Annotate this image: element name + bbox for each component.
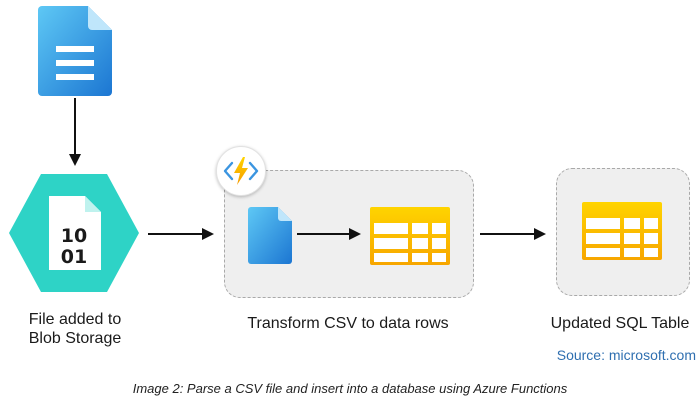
source-credit: Source: microsoft.com [556, 347, 696, 363]
document-icon [38, 6, 112, 96]
step-label-sql: Updated SQL Table [550, 315, 690, 332]
step-label-blob: File added to Blob Storage [2, 310, 148, 348]
step-label-transform: Transform CSV to data rows [247, 315, 449, 332]
arrow-right-inner [297, 227, 363, 241]
blob-bits-line1: 10 [60, 225, 88, 247]
step-label-blob-line2: Blob Storage [28, 330, 122, 347]
arrow-down [68, 98, 82, 168]
blob-storage-icon [7, 172, 141, 294]
csv-file-icon [248, 207, 292, 264]
data-table-icon [370, 207, 450, 265]
azure-functions-icon [216, 146, 266, 196]
blob-bits-line2: 01 [60, 246, 88, 268]
arrow-right-2 [480, 227, 548, 241]
figure-caption: Image 2: Parse a CSV file and insert int… [132, 381, 568, 396]
arrow-right-1 [148, 227, 216, 241]
blob-bits-text: 10 01 [54, 226, 94, 268]
step-label-blob-line1: File added to [28, 311, 122, 328]
sql-table-icon [582, 202, 662, 260]
